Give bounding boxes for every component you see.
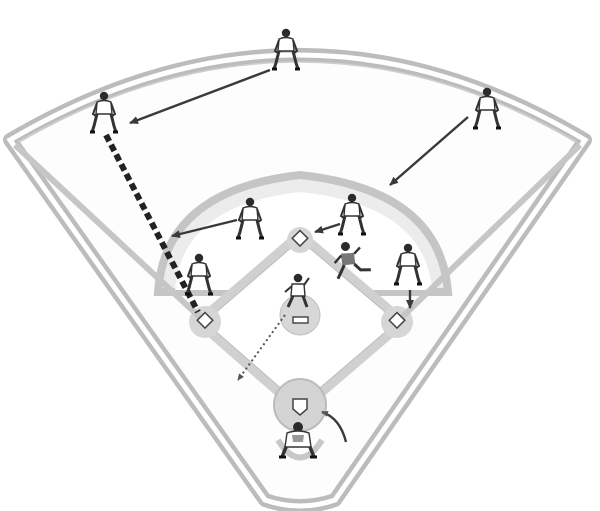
- pitchers-mound: [280, 295, 320, 335]
- pitchers-rubber: [293, 317, 308, 323]
